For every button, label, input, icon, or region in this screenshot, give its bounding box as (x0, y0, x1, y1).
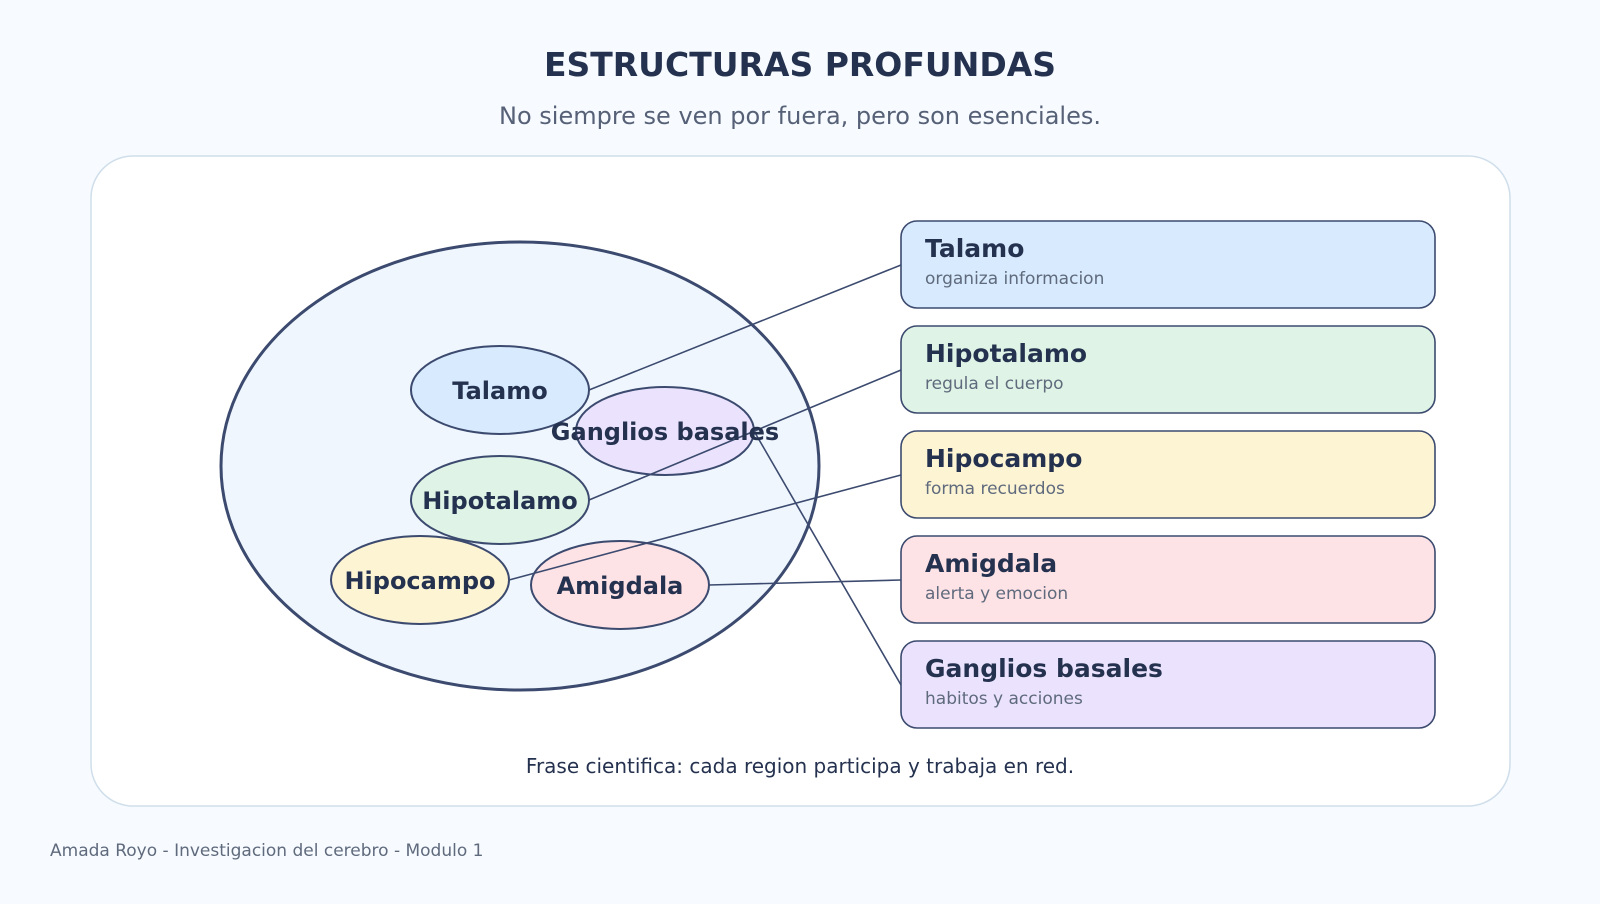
region-amigdala: Amigdala (530, 540, 710, 630)
card-amigdala: Amigdala alerta y emocion (900, 535, 1436, 624)
connector-hipotalamo (588, 369, 902, 501)
region-hipocampo: Hipocampo (330, 535, 510, 625)
region-label-talamo: Talamo (452, 377, 547, 405)
page-subtitle: No siempre se ven por fuera, pero son es… (499, 102, 1101, 130)
card-ganglios: Ganglios basales habitos y acciones (900, 640, 1436, 729)
card-desc-amigdala: alerta y emocion (925, 584, 1068, 604)
page-title: ESTRUCTURAS PROFUNDAS (544, 45, 1056, 84)
connector-talamo (588, 264, 902, 391)
card-talamo: Talamo organiza informacion (900, 220, 1436, 309)
card-hipocampo: Hipocampo forma recuerdos (900, 430, 1436, 519)
card-title-hipocampo: Hipocampo (925, 444, 1082, 473)
card-title-hipotalamo: Hipotalamo (925, 339, 1087, 368)
region-talamo: Talamo (410, 345, 590, 435)
card-title-amigdala: Amigdala (925, 549, 1057, 578)
connector-hipocampo (508, 474, 902, 581)
card-desc-hipocampo: forma recuerdos (925, 479, 1065, 499)
footer-credit: Amada Royo - Investigacion del cerebro -… (50, 841, 483, 861)
region-label-amigdala: Amigdala (557, 572, 684, 600)
card-desc-talamo: organiza informacion (925, 269, 1104, 289)
card-title-ganglios: Ganglios basales (925, 654, 1163, 683)
card-desc-ganglios: habitos y acciones (925, 689, 1083, 709)
region-label-ganglios: Ganglios basales (551, 418, 779, 446)
connector-amigdala (708, 579, 902, 586)
connector-lines (508, 264, 902, 686)
region-hipotalamo: Hipotalamo (410, 455, 590, 545)
card-title-talamo: Talamo (925, 234, 1024, 263)
card-desc-hipotalamo: regula el cuerpo (925, 374, 1064, 394)
diagram-caption: Frase cientifica: cada region participa … (526, 754, 1074, 778)
card-hipotalamo: Hipotalamo regula el cuerpo (900, 325, 1436, 414)
connector-ganglios (753, 430, 902, 686)
region-label-hipocampo: Hipocampo (344, 567, 495, 595)
region-label-hipotalamo: Hipotalamo (422, 487, 578, 515)
